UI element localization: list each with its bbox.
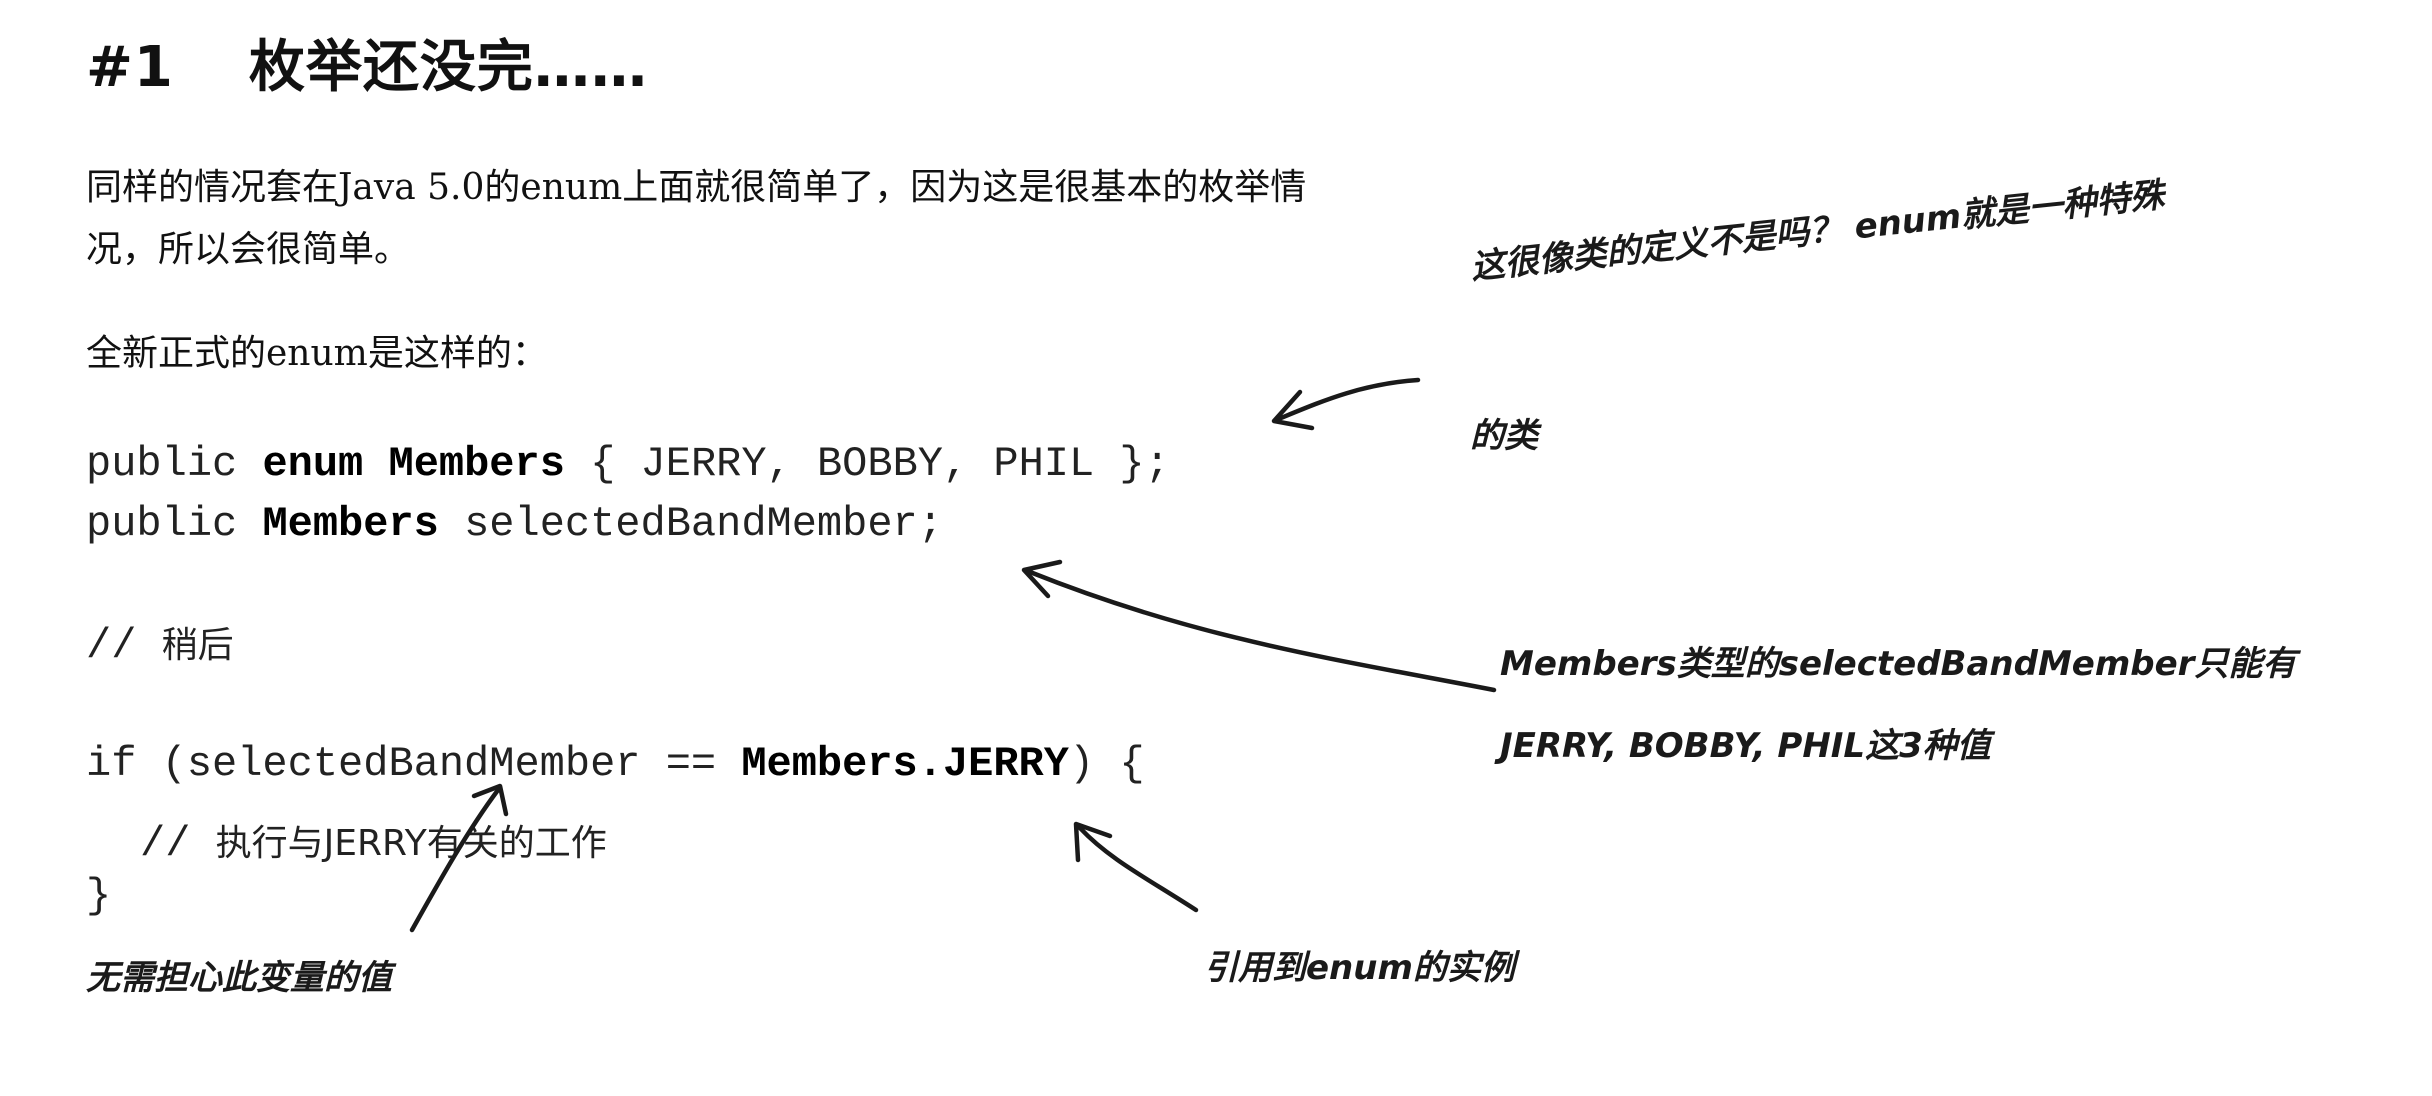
code-if-condition: if (selectedBandMember == xyxy=(86,740,742,788)
heading-title: 枚举还没完…… xyxy=(248,35,648,100)
paragraph-intro-line-2: 况，所以会很简单。 xyxy=(86,229,411,270)
annotation-class-definition-line-2: 的类 xyxy=(1470,416,1538,456)
annotation-class-definition-line-1: 这很像类的定义不是吗？ enum就是一种特殊 xyxy=(1468,175,2166,288)
arrowhead-enum-declaration xyxy=(1271,389,1315,431)
code-keyword-public: public xyxy=(86,500,263,548)
code-keyword-public: public xyxy=(86,440,263,488)
code-space xyxy=(363,440,388,488)
paragraph-intro-line-1: 同样的情况套在Java 5.0的enum上面就很简单了，因为这是很基本的枚举情 xyxy=(86,167,1307,208)
code-comment-jerry-work: // 执行与JERRY有关的工作 xyxy=(140,814,607,868)
code-line-enum-declaration: public enum Members { JERRY, BOBBY, PHIL… xyxy=(86,440,1170,488)
code-comment-later: // 稍后 xyxy=(86,616,234,670)
comment-slashes: // xyxy=(86,622,162,670)
annotation-no-worry-value: 无需担心此变量的值 xyxy=(86,958,392,998)
page-heading: #1 枚举还没完…… xyxy=(86,22,648,103)
code-type-members: Members xyxy=(262,500,439,548)
comment-slashes: // xyxy=(140,820,216,868)
comment-text: 稍后 xyxy=(161,625,234,666)
code-close-brace: } xyxy=(86,872,112,920)
arrowhead-enum-reference xyxy=(1073,821,1113,863)
arrowhead-variable-usage xyxy=(471,783,509,817)
code-enum-reference: Members.JERRY xyxy=(741,740,1069,788)
code-type-members: Members xyxy=(388,440,565,488)
arrowhead-selected-band-member xyxy=(1021,559,1063,599)
arrow-to-selected-band-member xyxy=(1027,569,1497,693)
code-if-suffix: ) { xyxy=(1068,740,1145,788)
code-field-name: selectedBandMember; xyxy=(438,500,943,548)
annotation-enum-instance-reference: 引用到enum的实例 xyxy=(1204,948,1515,988)
annotation-member-type-line-1: Members类型的selectedBandMember只能有 xyxy=(1500,644,2297,684)
code-keyword-enum: enum xyxy=(262,440,364,488)
annotation-member-type-line-2: JERRY, BOBBY, PHIL这3种值 xyxy=(1500,726,1991,766)
comment-text: 执行与JERRY有关的工作 xyxy=(215,823,607,864)
code-line-if-statement: if (selectedBandMember == Members.JERRY)… xyxy=(86,740,1145,788)
paragraph-enum-intro: 全新正式的enum是这样的： xyxy=(86,333,548,374)
arrow-to-enum-reference xyxy=(1077,825,1199,913)
code-line-field-declaration: public Members selectedBandMember; xyxy=(86,500,943,548)
arrow-to-enum-declaration xyxy=(1273,377,1421,423)
heading-number: #1 xyxy=(86,35,174,100)
code-enum-values: { JERRY, BOBBY, PHIL }; xyxy=(564,440,1170,488)
